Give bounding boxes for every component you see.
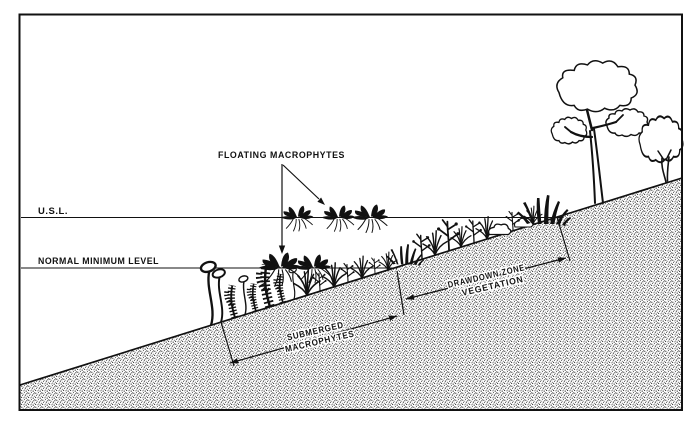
submerged-plant: [275, 274, 283, 303]
drawdown-plant: [422, 230, 448, 256]
submerged-plant: [259, 265, 270, 307]
normal-minimum-level-label: NORMAL MINIMUM LEVEL: [38, 256, 159, 266]
arrowhead: [388, 315, 397, 321]
floating-macrophytes-label: FLOATING MACROPHYTES: [218, 150, 345, 160]
submerged-plant: [227, 285, 235, 317]
drawdown-zone-dimension-line: [405, 257, 567, 300]
arrowhead: [230, 358, 239, 364]
submerged-plant: [249, 284, 256, 312]
zone-brackets: [220, 216, 571, 367]
usl-label: U.S.L.: [38, 206, 68, 216]
arrowhead: [557, 257, 566, 263]
floating-plant: [321, 205, 356, 232]
submerged-plant: [311, 271, 328, 292]
submerged-plant: [237, 274, 250, 316]
submerged-plant: [339, 262, 356, 284]
small-tree: [638, 115, 684, 183]
submerged-plant: [210, 266, 227, 324]
drawdown-plant: [487, 223, 512, 236]
arrowhead: [317, 197, 325, 205]
shoreline-slope: [19, 177, 683, 386]
floating-plant: [351, 204, 389, 233]
floating-macrophytes-leaders: [278, 164, 325, 254]
frame-border: [18, 13, 683, 411]
arrowhead: [406, 294, 415, 300]
submerged-plant: [198, 258, 219, 327]
submerged-zone-dimension-line: [229, 315, 398, 364]
ground: [19, 177, 683, 410]
large-tree: [550, 59, 649, 204]
arrowhead: [278, 245, 286, 254]
bracket-tick-left: [220, 321, 235, 367]
floating-plant: [280, 205, 314, 232]
submerged-plant: [368, 257, 382, 275]
arrow-to-surface-plants: [282, 164, 320, 200]
bracket-tick-middle: [396, 270, 405, 316]
floating-macrophytes: [258, 204, 389, 286]
